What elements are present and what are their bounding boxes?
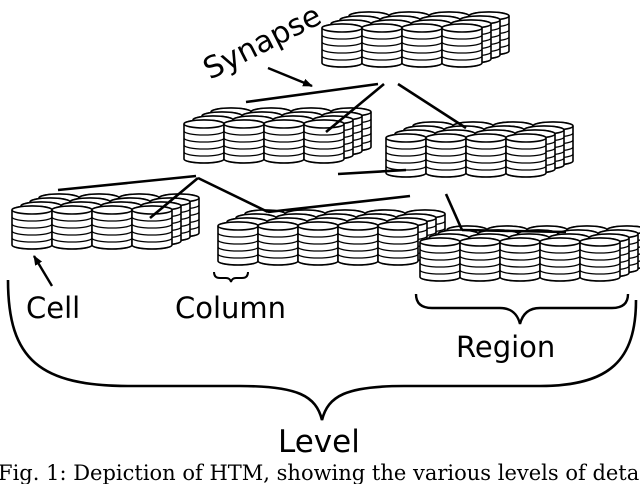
connection-line — [397, 82, 467, 130]
column-cylinder — [361, 23, 403, 68]
column-cylinder — [377, 221, 419, 266]
column-cylinder — [223, 119, 265, 164]
column-cylinder — [297, 221, 339, 266]
level-label: Level — [278, 424, 360, 460]
column-cylinder — [217, 221, 259, 266]
column-cylinder — [459, 237, 501, 282]
column-brace — [213, 271, 249, 283]
column-cylinder — [505, 133, 547, 178]
connections-layer — [57, 82, 567, 234]
column-cylinder — [499, 237, 541, 282]
column-cylinder — [321, 23, 363, 68]
column-cylinder — [183, 119, 225, 164]
synapse-label: Synapse — [198, 0, 327, 87]
region-middle-right — [385, 121, 574, 178]
column-cylinder — [425, 133, 467, 178]
region-middle-left — [183, 107, 372, 164]
column-cylinder — [91, 205, 133, 250]
column-label: Column — [175, 291, 286, 325]
column-cylinder — [303, 119, 345, 164]
connection-line — [149, 177, 199, 219]
connection-line — [267, 194, 411, 214]
column-cylinder — [131, 205, 173, 250]
figure-caption: Fig. 1: Depiction of HTM, showing the va… — [0, 461, 640, 484]
column-cylinder — [465, 133, 507, 178]
region-brace — [414, 293, 630, 325]
column-cylinder — [579, 237, 621, 282]
regions-layer — [11, 11, 640, 282]
column-cylinder — [337, 221, 379, 266]
connection-line — [461, 228, 567, 234]
region-bottom-center — [217, 209, 446, 266]
column-cylinder — [419, 237, 461, 282]
cell-arrow — [32, 255, 54, 287]
connection-line — [197, 176, 269, 214]
column-cylinder — [257, 221, 299, 266]
level-brace — [6, 279, 638, 421]
connection-line — [325, 82, 385, 134]
connection-line — [245, 82, 379, 104]
column-cylinder — [11, 205, 53, 250]
column-cylinder — [51, 205, 93, 250]
region-label: Region — [456, 330, 555, 364]
connection-line — [444, 193, 464, 231]
cell-label: Cell — [26, 291, 80, 325]
connection-line — [337, 168, 407, 176]
region-bottom-left — [11, 193, 200, 250]
region-top — [321, 11, 510, 68]
column-cylinder — [263, 119, 305, 164]
synapse-arrow — [267, 66, 313, 88]
column-cylinder — [539, 237, 581, 282]
column-cylinder — [441, 23, 483, 68]
region-bottom-right — [419, 225, 640, 282]
connection-line — [57, 174, 197, 192]
column-cylinder — [401, 23, 443, 68]
